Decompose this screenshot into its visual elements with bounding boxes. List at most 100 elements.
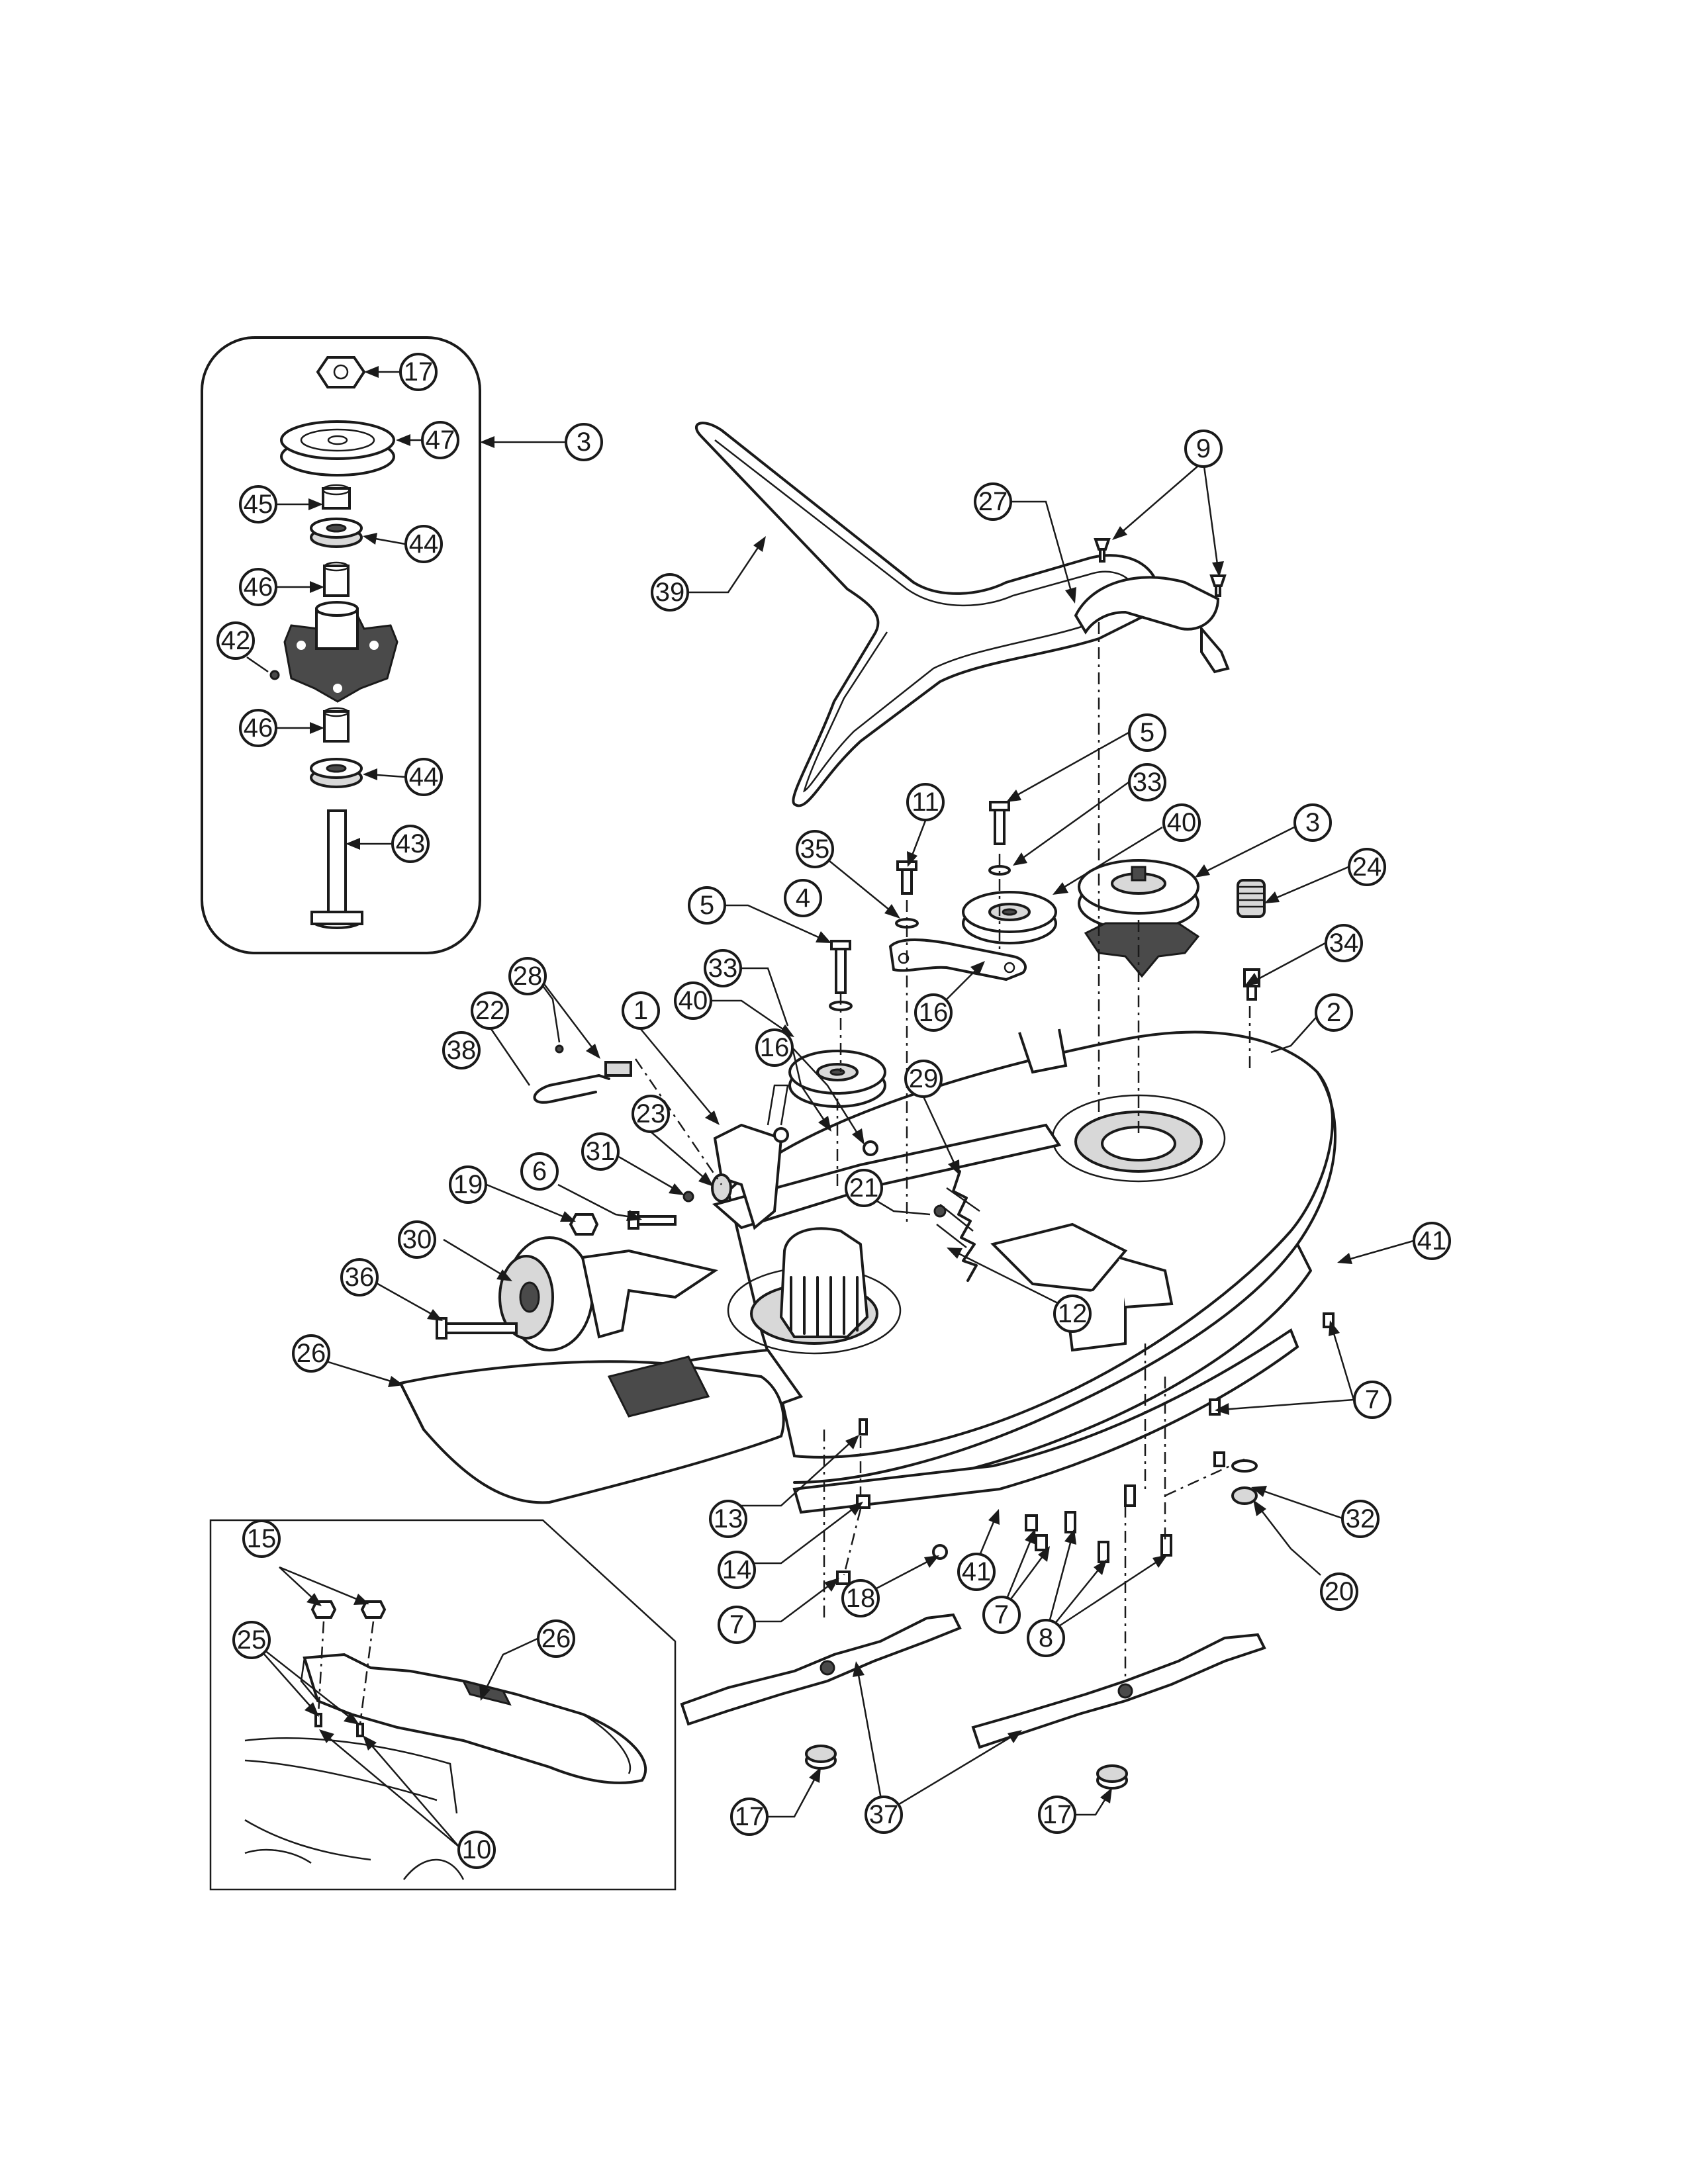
spindle-bearing-lower — [310, 758, 363, 788]
svg-text:17: 17 — [1043, 1800, 1072, 1829]
svg-text:20: 20 — [1325, 1577, 1354, 1606]
svg-text:3: 3 — [577, 428, 591, 457]
svg-text:2: 2 — [1327, 998, 1341, 1027]
callout-9: 9 — [1184, 430, 1223, 468]
svg-text:30: 30 — [402, 1225, 432, 1254]
deck-spring — [1237, 879, 1266, 918]
callout-29: 29 — [904, 1060, 943, 1098]
idler-pulley-upper — [962, 891, 1057, 944]
spindle-bearing-upper — [310, 518, 363, 548]
callout-7: 7 — [718, 1606, 756, 1644]
spindle-inset-frame — [201, 336, 481, 954]
spindle-pulley — [280, 420, 395, 477]
callout-46: 46 — [239, 709, 277, 747]
callout-7: 7 — [1353, 1381, 1391, 1419]
deck-washer — [711, 1173, 732, 1203]
tension-rod — [533, 1044, 632, 1104]
callout-47: 47 — [421, 421, 459, 459]
callout-38: 38 — [442, 1031, 481, 1069]
callout-24: 24 — [1348, 848, 1386, 886]
svg-text:7: 7 — [729, 1610, 744, 1639]
callout-21: 21 — [845, 1169, 883, 1207]
callout-28: 28 — [508, 957, 547, 995]
idler-arm — [888, 938, 1027, 981]
callout-41: 41 — [957, 1553, 996, 1591]
callout-26: 26 — [537, 1619, 575, 1658]
callout-35: 35 — [796, 830, 834, 868]
callout-12: 12 — [1053, 1295, 1092, 1333]
idler-bolt-upper — [989, 801, 1010, 845]
left-spindle-housing — [779, 1227, 869, 1338]
deck-nut-3 — [933, 1205, 947, 1218]
svg-text:5: 5 — [1140, 718, 1154, 747]
callout-36: 36 — [340, 1258, 379, 1297]
svg-text:39: 39 — [655, 578, 685, 607]
callout-3: 3 — [565, 423, 603, 461]
svg-text:44: 44 — [409, 762, 439, 792]
svg-text:3: 3 — [1305, 808, 1320, 837]
deck-nut-2 — [863, 1140, 878, 1156]
callout-19: 19 — [449, 1165, 487, 1204]
deck-hardware — [836, 1312, 1335, 1585]
belt-guide — [1074, 576, 1230, 674]
idler-washer-upper — [988, 865, 1011, 876]
deck-baffle — [792, 1328, 1299, 1514]
svg-text:47: 47 — [426, 426, 455, 455]
svg-text:21: 21 — [849, 1173, 879, 1203]
svg-text:41: 41 — [1417, 1226, 1447, 1255]
svg-text:22: 22 — [475, 996, 505, 1025]
svg-text:42: 42 — [221, 626, 251, 655]
svg-text:29: 29 — [909, 1064, 939, 1093]
svg-text:31: 31 — [586, 1137, 616, 1166]
discharge-chute — [399, 1355, 785, 1504]
callout-44: 44 — [404, 758, 443, 796]
callout-20: 20 — [1320, 1572, 1358, 1611]
callout-45: 45 — [239, 485, 277, 523]
svg-text:24: 24 — [1352, 852, 1382, 882]
svg-text:17: 17 — [404, 357, 434, 387]
spindle-housing — [283, 601, 399, 703]
svg-text:46: 46 — [244, 713, 273, 743]
callout-27: 27 — [974, 482, 1012, 521]
callout-22: 22 — [471, 991, 509, 1030]
blade-bolt-right — [1096, 1764, 1128, 1790]
callout-39: 39 — [651, 573, 689, 612]
svg-text:38: 38 — [447, 1036, 477, 1065]
svg-text:26: 26 — [297, 1339, 326, 1368]
wheel-bracket — [581, 1249, 718, 1339]
callout-33: 33 — [704, 949, 742, 987]
spindle-spacer — [322, 484, 351, 510]
svg-text:46: 46 — [244, 572, 273, 602]
svg-text:6: 6 — [532, 1157, 547, 1186]
callout-13: 13 — [709, 1500, 747, 1538]
chute-inset-frame — [209, 1519, 677, 1891]
svg-text:8: 8 — [1039, 1623, 1053, 1653]
svg-text:25: 25 — [237, 1625, 267, 1655]
blade-bolt-left — [805, 1745, 837, 1770]
svg-text:7: 7 — [1365, 1385, 1380, 1414]
svg-text:12: 12 — [1058, 1299, 1088, 1328]
svg-text:7: 7 — [994, 1600, 1009, 1629]
svg-text:34: 34 — [1329, 929, 1359, 958]
svg-text:19: 19 — [453, 1170, 483, 1199]
spindle-bushing-upper — [323, 561, 350, 597]
callout-5: 5 — [1128, 713, 1166, 752]
svg-text:45: 45 — [244, 490, 273, 519]
callout-40: 40 — [1162, 803, 1201, 842]
svg-text:16: 16 — [760, 1033, 790, 1062]
svg-text:18: 18 — [846, 1584, 876, 1613]
callout-17: 17 — [1038, 1796, 1076, 1834]
svg-text:15: 15 — [247, 1524, 277, 1553]
svg-text:36: 36 — [345, 1263, 375, 1292]
svg-text:16: 16 — [919, 998, 949, 1027]
idler-pulley-lower — [788, 1050, 886, 1108]
spindle-nut — [316, 356, 366, 388]
gauge-wheel — [498, 1236, 594, 1351]
svg-text:28: 28 — [513, 962, 543, 991]
callout-3: 3 — [1293, 803, 1332, 842]
callout-40: 40 — [674, 981, 712, 1020]
callout-26: 26 — [292, 1334, 330, 1373]
callout-34: 34 — [1325, 924, 1363, 962]
spindle-shaft — [310, 809, 363, 929]
callout-17: 17 — [399, 353, 438, 391]
